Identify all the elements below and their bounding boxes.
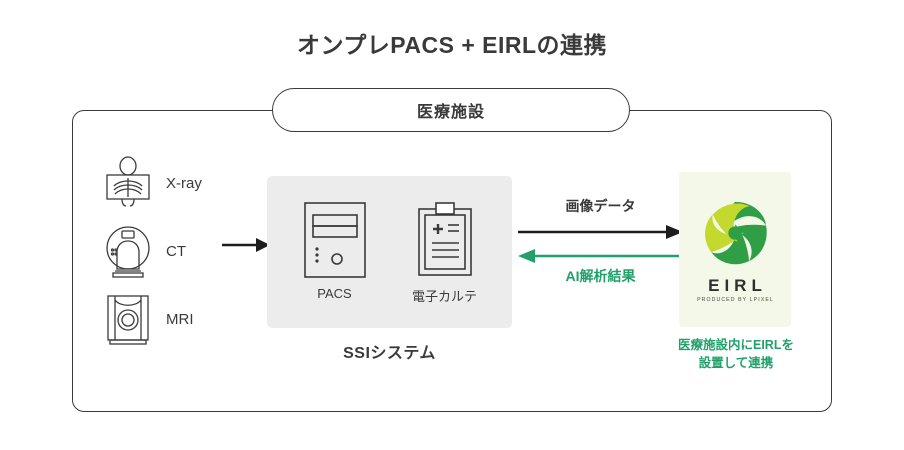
- ssi-item-emr: 電子カルテ: [399, 198, 491, 305]
- modality-item-ct: CT: [100, 220, 230, 282]
- server-tower-icon: [299, 198, 371, 282]
- modality-label-ct: CT: [166, 242, 186, 260]
- mri-icon: [100, 290, 156, 348]
- exchange-label-image-data: 画像データ: [565, 198, 636, 214]
- data-exchange-group: 画像データ AI解析結果: [518, 196, 683, 292]
- eirl-wordmark: EIRL: [708, 276, 767, 295]
- feed-arrow: [222, 232, 270, 258]
- ssi-system-box: PACS 電子カルテ: [267, 176, 512, 328]
- facility-pill: 医療施設: [272, 88, 630, 132]
- exchange-arrows: [518, 222, 683, 266]
- modality-item-xray: X-ray: [100, 152, 230, 214]
- page-title: オンプレPACS + EIRLの連携: [296, 32, 608, 58]
- arrow-right-icon: [518, 225, 683, 239]
- eirl-caption: 医療施設内にEIRLを 設置して連携: [648, 336, 824, 372]
- eirl-caption-line-1: 医療施設内にEIRLを: [678, 338, 794, 352]
- exchange-label-ai-result: AI解析結果: [565, 268, 636, 284]
- facility-pill-label: 医療施設: [416, 104, 485, 121]
- ssi-label-pacs: PACS: [317, 286, 352, 301]
- modality-list: X-ray CT: [100, 152, 230, 356]
- xray-icon: [100, 154, 156, 212]
- eirl-aperture-logo-icon: [698, 196, 772, 270]
- ssi-system-title: SSIシステム: [343, 345, 436, 362]
- ssi-item-pacs: PACS: [289, 198, 381, 301]
- modality-label-mri: MRI: [166, 310, 194, 328]
- modality-item-mri: MRI: [100, 288, 230, 350]
- arrow-right-icon: [222, 238, 270, 252]
- ct-icon: [100, 222, 156, 280]
- eirl-panel: EIRL PRODUCED BY LPIXEL: [679, 172, 791, 327]
- eirl-caption-line-2: 設置して連携: [698, 356, 774, 371]
- eirl-tagline: PRODUCED BY LPIXEL: [697, 297, 774, 303]
- ssi-label-emr: 電子カルテ: [411, 289, 477, 304]
- arrow-left-icon: [518, 249, 683, 263]
- clipboard-record-icon: [413, 198, 477, 282]
- modality-label-xray: X-ray: [166, 174, 202, 192]
